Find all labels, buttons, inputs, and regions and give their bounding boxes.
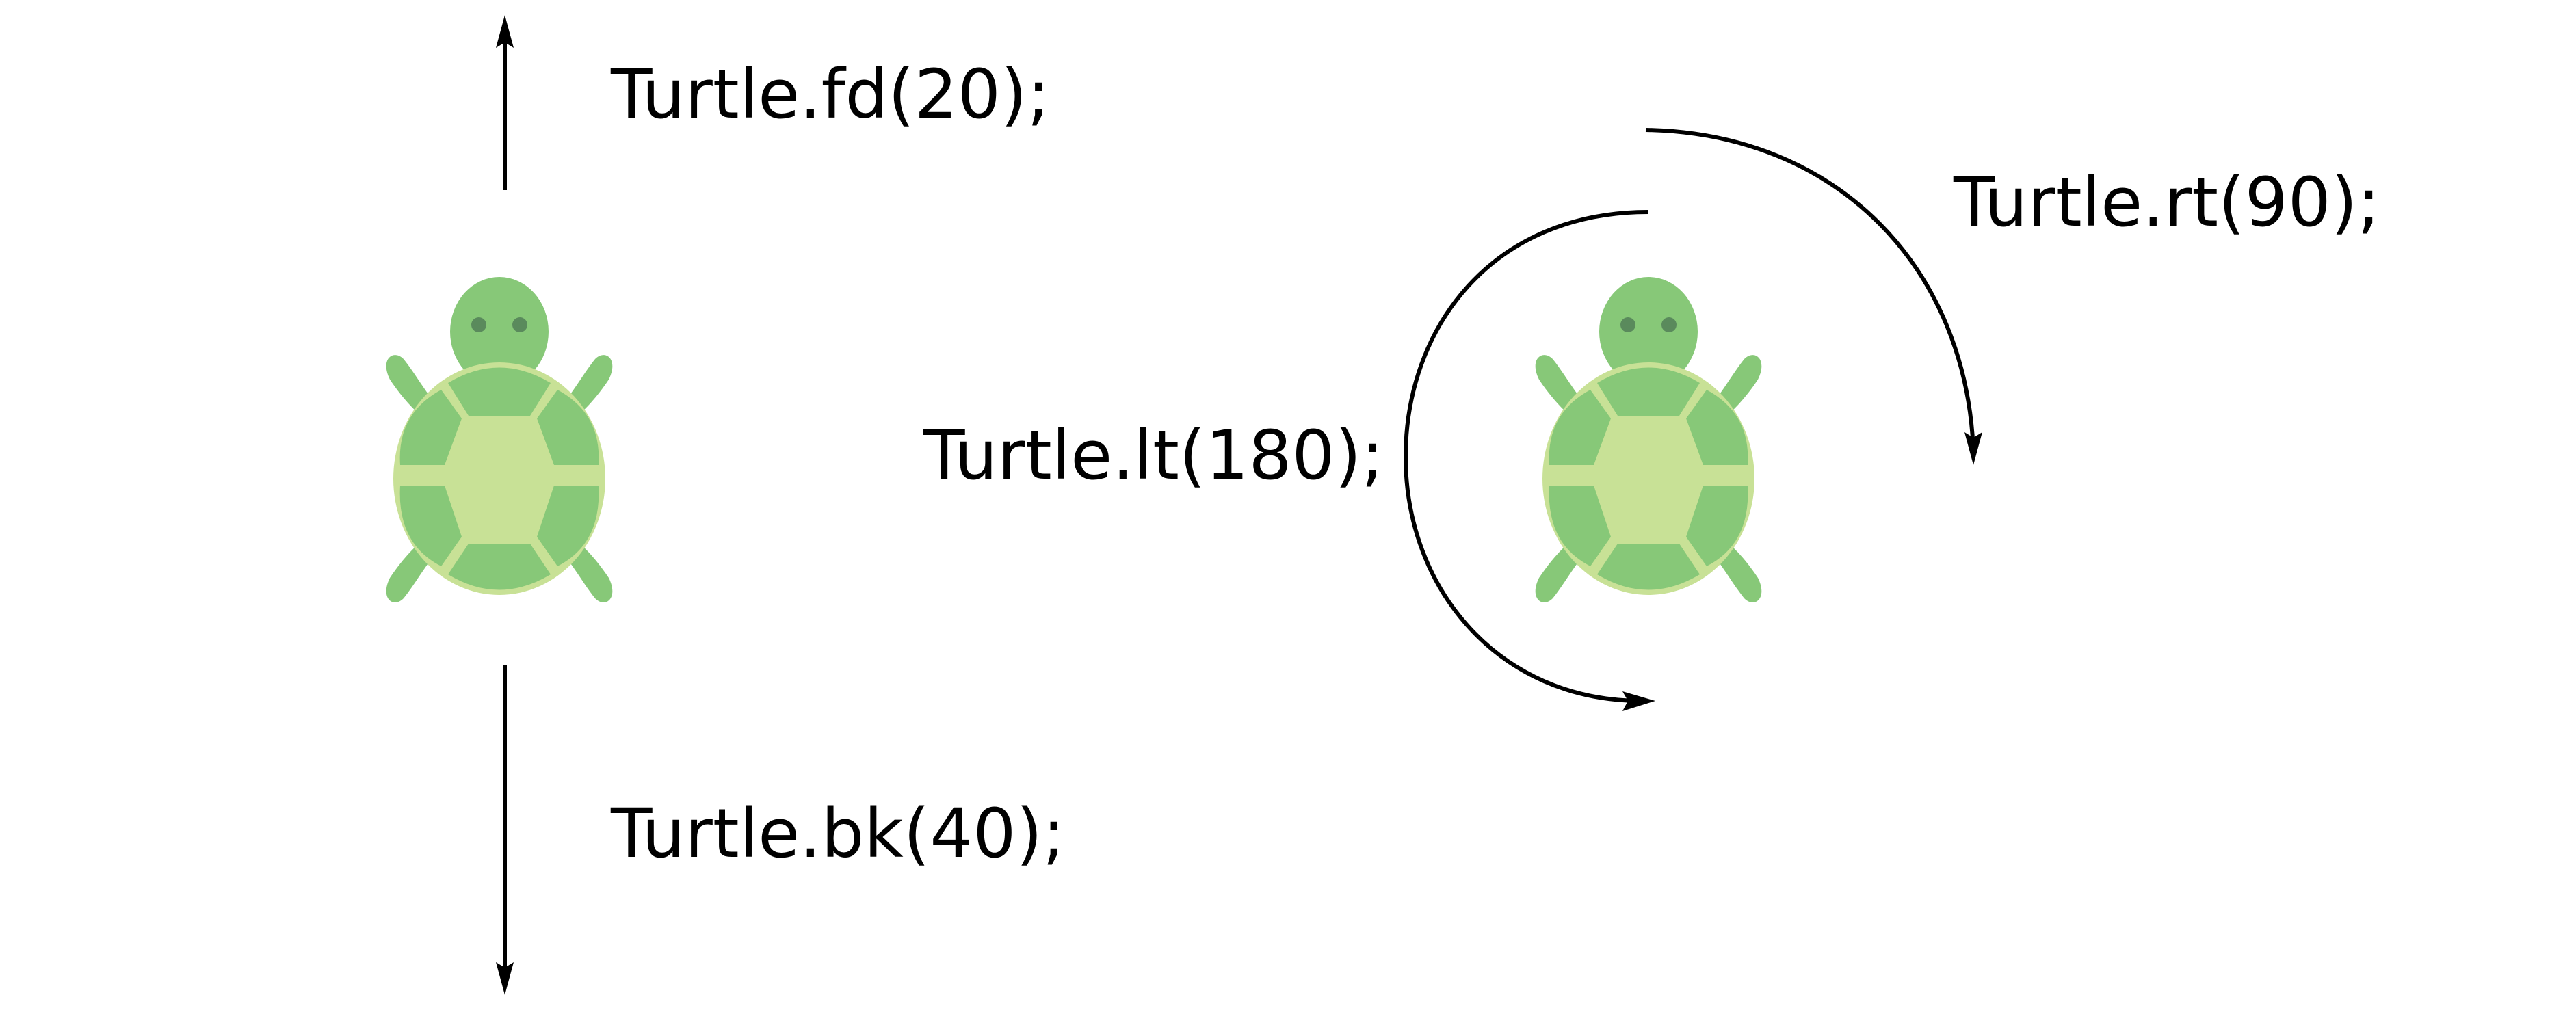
left-turn-arrow bbox=[1403, 210, 1655, 711]
forward-backward-group: Turtle.fd(20); Turtle.bk(40); bbox=[386, 15, 1065, 995]
right-turn-command-label: Turtle.rt(90); bbox=[1953, 163, 2380, 242]
turtle-icon bbox=[386, 277, 613, 602]
backward-command-label: Turtle.bk(40); bbox=[610, 795, 1065, 873]
forward-command-label: Turtle.fd(20); bbox=[610, 55, 1050, 134]
turtle-icon bbox=[1535, 277, 1762, 602]
left-turn-command-label: Turtle.lt(180); bbox=[923, 416, 1384, 495]
forward-arrow bbox=[496, 15, 514, 190]
backward-arrow bbox=[496, 665, 514, 995]
turn-group: Turtle.lt(180); Turtle.rt(90); bbox=[923, 128, 2380, 711]
right-turn-arrow bbox=[1645, 128, 1982, 465]
